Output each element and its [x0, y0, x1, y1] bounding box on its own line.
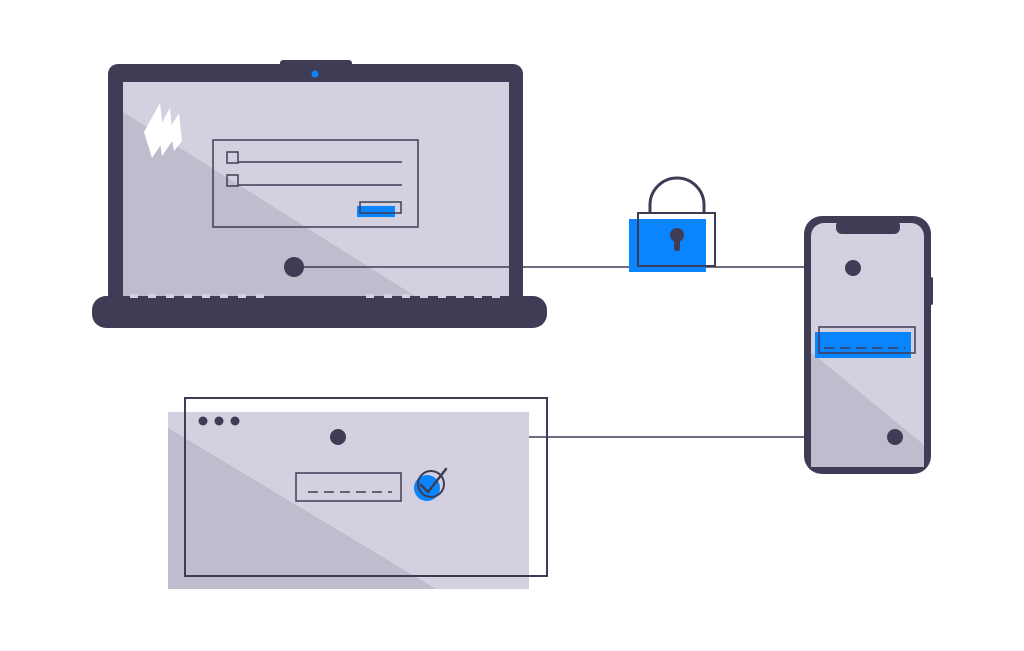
browser-connection-node-icon [330, 429, 346, 445]
smartphone [804, 216, 933, 474]
laptop-keyboard-edge [130, 294, 500, 298]
phone-notch [836, 220, 900, 234]
checkbox-icon[interactable] [226, 151, 239, 164]
padlock-shackle [648, 176, 706, 213]
check-circle-icon [414, 467, 448, 501]
login-form-frame [212, 139, 419, 228]
browser-window-shadow [168, 428, 436, 589]
submit-button[interactable] [357, 206, 395, 217]
submit-button-outline [359, 201, 402, 214]
padlock-body-outline [637, 212, 716, 267]
padlock-icon [629, 176, 716, 272]
laptop-screen-shadow [123, 112, 415, 296]
phone-connection-node-icon [845, 260, 861, 276]
logo-icon [144, 103, 182, 158]
keyhole-slot [674, 238, 680, 251]
laptop [92, 60, 547, 328]
checkbox-icon[interactable] [226, 174, 239, 187]
browser-input-field[interactable] [295, 472, 402, 502]
padlock-body [629, 219, 706, 272]
laptop-camera-bar [280, 60, 352, 70]
window-dots-icon [198, 416, 240, 426]
login-form [212, 139, 419, 228]
laptop-base [92, 296, 547, 328]
browser-window-frame [184, 397, 548, 577]
browser-window [168, 397, 548, 589]
phone-bottom-connection-node-icon [887, 429, 903, 445]
laptop-camera-icon [311, 70, 319, 78]
keyhole-icon [670, 228, 684, 242]
phone-input-field[interactable] [815, 332, 911, 358]
phone-input-outline [818, 326, 916, 354]
